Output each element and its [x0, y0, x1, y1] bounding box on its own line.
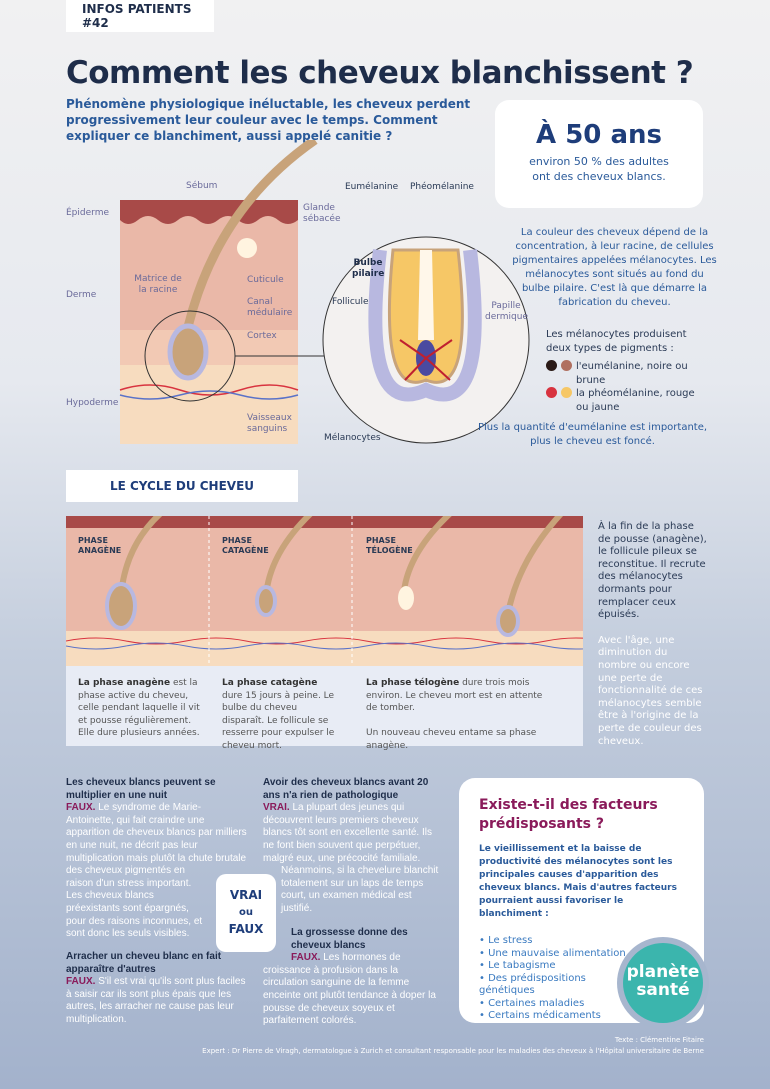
label-canal: Canal médulaire [247, 297, 293, 318]
label-matrice: Matrice de la racine [134, 274, 182, 295]
label-cuticule: Cuticule [247, 275, 284, 285]
stat-line: ont des cheveux blancs. [532, 170, 666, 183]
label-pheomelanine: Phéomélanine [410, 182, 474, 192]
cycle-title: LE CYCLE DU CHEVEU [66, 470, 298, 502]
intro-text: Phénomène physiologique inéluctable, les… [66, 97, 471, 143]
myth-item: Avoir des cheveux blancs avant 20 ans n'… [263, 777, 439, 914]
layer-label: Derme [66, 290, 97, 300]
issue-tag: INFOS PATIENTS #42 [66, 0, 214, 32]
stat-big: À 50 ans [536, 120, 662, 150]
phase-description: La phase télogène dure trois mois enviro… [366, 678, 543, 751]
credit-text: Texte : Clémentine Fitaire [614, 1036, 704, 1044]
pigment-label: la phéomélanine, rouge ou jaune [576, 388, 695, 413]
explain-paragraph: La couleur des cheveux dépend de la conc… [512, 227, 717, 308]
phase-description: La phase catagène dure 15 jours à peine.… [222, 678, 335, 751]
label-follicule: Follicule [332, 297, 369, 307]
side-paragraph: Avec l'âge, une diminution du nombre ou … [598, 634, 703, 747]
pheomelanine-yellow-swatch [561, 387, 572, 398]
stat-card: À 50 ans environ 50 % des adultes ont de… [495, 100, 703, 208]
list-item: Le stress [479, 935, 684, 948]
pigment-label: l'eumélanine, noire ou brune [576, 361, 688, 386]
hair-cycle-panel: PHASE ANAGÈNE PHASE CATAGÈNE PHASE TÉLOG… [66, 516, 583, 751]
page-title: Comment les cheveux blanchissent ? [66, 55, 694, 91]
label-vaisseaux: Vaisseaux sanguins [247, 413, 292, 434]
layer-label: Épiderme [66, 208, 109, 218]
hair-anatomy-diagram [119, 140, 530, 444]
label-melanocytes: Mélanocytes [324, 433, 381, 443]
eumelanine-brown-swatch [561, 360, 572, 371]
phase-label: PHASE CATAGÈNE [222, 536, 269, 555]
pheomelanine-red-swatch [546, 387, 557, 398]
myth-item: Arracher un cheveu blanc en fait apparaî… [66, 951, 246, 1025]
list-item: Une mauvaise alimentation [479, 948, 684, 961]
cycle-side-text: À la fin de la phase de pousse (anagène)… [598, 521, 708, 748]
list-item: Certains médicaments [479, 1010, 684, 1023]
eumelanine-dark-swatch [546, 360, 557, 371]
conclusion-text: Plus la quantité d'eumélanine est import… [477, 422, 708, 447]
phase-label: PHASE ANAGÈNE [78, 536, 122, 555]
phase-description: La phase anagène est la phase active du … [78, 678, 200, 738]
label-eumelanine: Eumélanine [345, 182, 399, 192]
list-item: Des prédispositions génétiques [479, 973, 589, 998]
label-sebum: Sébum [186, 181, 218, 191]
layer-label: Hypoderme [66, 398, 119, 408]
side-paragraph: À la fin de la phase de pousse (anagène)… [598, 521, 707, 621]
pigment-pheomelanine: la phéomélanine, rouge ou jaune [546, 387, 706, 415]
label-cortex: Cortex [247, 331, 277, 341]
phase-label: PHASE TÉLOGÈNE [366, 536, 413, 555]
factors-title: Existe-t-il des facteurs prédisposants ? [479, 797, 658, 832]
label-glande: Glande sébacée [303, 203, 341, 224]
pigments-intro: Les mélanocytes produisent deux types de… [546, 329, 687, 354]
list-item: Certaines maladies [479, 998, 684, 1011]
factors-list: Le stress Une mauvaise alimentation Le t… [479, 935, 684, 1023]
label-bulbe: Bulbe pilaire [352, 258, 385, 279]
label-papille: Papille dermique [485, 301, 529, 322]
factors-text: Le vieillissement et la baisse de produc… [479, 844, 677, 919]
pigment-eumelanine: l'eumélanine, noire ou brune [546, 360, 706, 388]
list-item: Le tabagisme [479, 960, 684, 973]
myth-item: Les cheveux blancs peuvent se multiplier… [66, 777, 247, 940]
stat-line: environ 50 % des adultes [529, 155, 669, 168]
credit-expert: Expert : Dr Pierre de Viragh, dermatolog… [202, 1047, 704, 1055]
hair-cycle-diagram [66, 516, 583, 666]
